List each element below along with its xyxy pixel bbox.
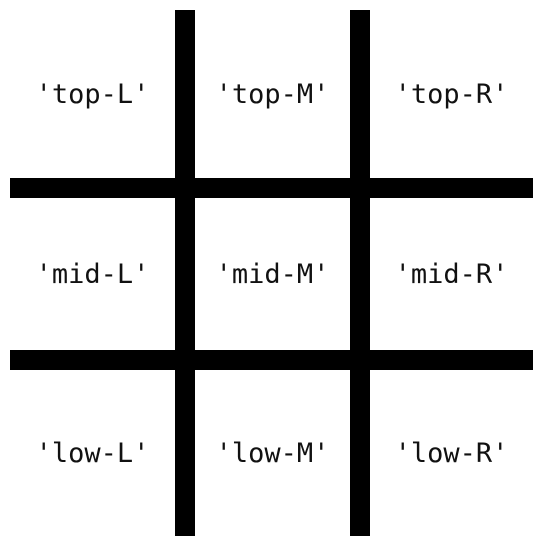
cell-mid-middle: 'mid-M' xyxy=(215,258,330,290)
cell-top-right: 'top-R' xyxy=(394,78,509,110)
grid-line-horizontal-1 xyxy=(10,178,533,198)
cell-low-right: 'low-R' xyxy=(394,437,509,469)
cell-mid-right: 'mid-R' xyxy=(394,258,509,290)
cell-top-left: 'top-L' xyxy=(35,78,150,110)
grid-line-horizontal-2 xyxy=(10,350,533,370)
grid-line-vertical-1 xyxy=(175,10,195,536)
cell-mid-left: 'mid-L' xyxy=(35,258,150,290)
cell-top-middle: 'top-M' xyxy=(215,78,330,110)
cell-low-left: 'low-L' xyxy=(35,437,150,469)
grid-line-vertical-2 xyxy=(350,10,370,536)
cell-low-middle: 'low-M' xyxy=(215,437,330,469)
